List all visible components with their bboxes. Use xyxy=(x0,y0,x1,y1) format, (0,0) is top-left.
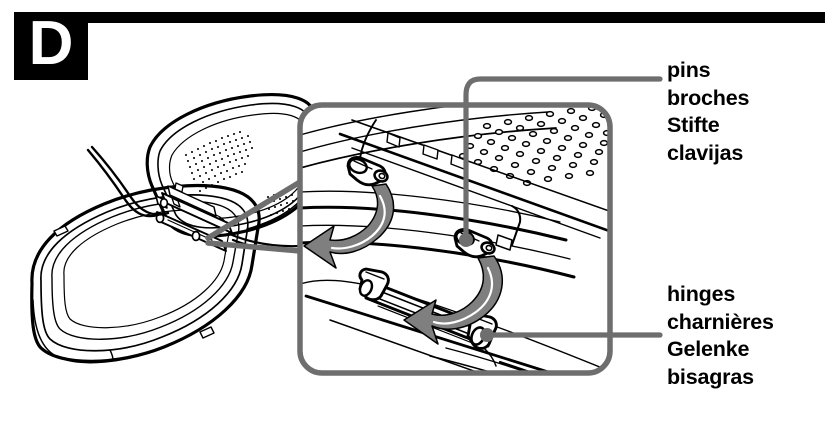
detail-callout-frame xyxy=(297,102,613,376)
detail-callout xyxy=(297,102,613,376)
label-pins-en: pins xyxy=(667,58,711,82)
header-rule xyxy=(14,12,825,23)
case-base-tray xyxy=(30,183,261,364)
speaker-grille-magnified xyxy=(458,105,610,187)
hinge-left xyxy=(358,267,390,302)
label-hinges-es: bisagras xyxy=(667,364,754,389)
step-letter-badge: D xyxy=(14,12,88,80)
pin-insertion-arrow-right xyxy=(403,255,503,345)
step-letter-text: D xyxy=(28,9,74,78)
speaker-grille-upper xyxy=(184,130,254,193)
hinge-assembly-main xyxy=(155,182,233,252)
label-pins-group: pins broches Stifte clavijas xyxy=(667,57,749,167)
carry-case-assembly xyxy=(30,93,316,364)
label-hinges-en: hinges xyxy=(667,282,736,306)
label-hinges-de: Gelenke xyxy=(667,337,750,361)
pin-left xyxy=(346,119,389,187)
leader-hinges-endpoint xyxy=(480,328,494,342)
label-hinges-group: hinges charnières Gelenke bisagras xyxy=(667,281,774,391)
pin-insertion-arrow-left xyxy=(303,183,395,269)
label-pins-es: clavijas xyxy=(667,140,744,165)
magnifier-connector xyxy=(205,179,303,254)
label-pins-de: Stifte xyxy=(667,113,720,137)
leader-pins-endpoint xyxy=(459,233,473,247)
label-hinges-fr: charnières xyxy=(667,309,774,334)
leader-pins xyxy=(463,76,663,241)
case-lid xyxy=(145,93,316,238)
label-pins-fr: broches xyxy=(667,85,750,110)
